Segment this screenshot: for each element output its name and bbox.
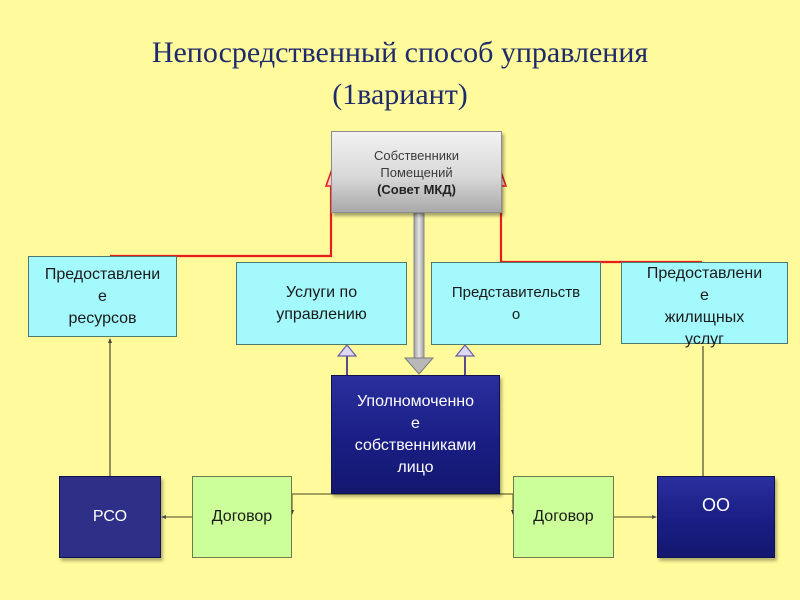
representation-line-2: о (511, 305, 521, 323)
owners-line-2: Помещений (380, 164, 453, 180)
authorized-line-1: Уполномоченно (356, 392, 475, 410)
owners-line-1: Собственники (374, 147, 459, 163)
connector-resources-to-owners (110, 176, 333, 258)
services-line-2: управлению (276, 305, 367, 323)
owners-box: Собственники Помещений (Совет МКД) (331, 131, 502, 213)
connector-housing-to-owners (499, 176, 702, 264)
owners-line-3: (Совет МКД) (377, 181, 456, 197)
representation-line-1: Представительств (451, 283, 581, 301)
contract-right-label: Договор (533, 508, 594, 525)
authorized-person-box: Уполномоченно е собственниками лицо (331, 375, 500, 494)
oo-box: ОО (657, 476, 775, 558)
authorized-line-2: е (411, 414, 420, 432)
contract-left-box: Договор (192, 476, 292, 558)
housing-line-2: е (700, 287, 709, 304)
authorized-line-4: лицо (397, 458, 434, 476)
resources-line-3: ресурсов (68, 309, 137, 327)
resources-line-1: Предоставлени (44, 265, 161, 283)
title-line-1: Непосредственный способ управления (151, 36, 649, 69)
contract-left-label: Договор (211, 508, 273, 525)
housing-line-4: услуг (685, 331, 724, 348)
housing-line-3: жилищных (664, 309, 745, 326)
housing-text: Предоставлени е жилищных услуг (647, 263, 762, 351)
housing-services-box: Предоставлени е жилищных услуг (621, 262, 788, 348)
oo-label: ОО (701, 495, 730, 515)
small-arrowhead-rso-icon (161, 515, 166, 519)
representation-box: Представительств о (431, 262, 601, 345)
grey-down-arrowhead-icon (403, 357, 435, 375)
small-arrowhead-resources-icon (108, 338, 112, 343)
grey-arrow-shaft (413, 212, 425, 360)
housing-line-1: Предоставлени (646, 265, 763, 282)
resources-line-2: е (98, 287, 107, 305)
rso-label: РСО (92, 508, 128, 525)
rso-box: РСО (59, 476, 161, 558)
authorized-line-3: собственниками (354, 436, 477, 454)
title-line-2: (1вариант) (332, 78, 468, 111)
contract-right-box: Договор (513, 476, 614, 558)
hollow-up-arrowhead-representation-icon (454, 344, 476, 357)
services-line-1: Услуги по (285, 283, 358, 301)
page-title: Непосредственный способ управления (1вар… (0, 32, 800, 116)
resources-box: Предоставлени е ресурсов (28, 256, 177, 337)
services-box: Услуги по управлению (236, 262, 407, 345)
hollow-up-arrowhead-services-icon (336, 344, 358, 357)
